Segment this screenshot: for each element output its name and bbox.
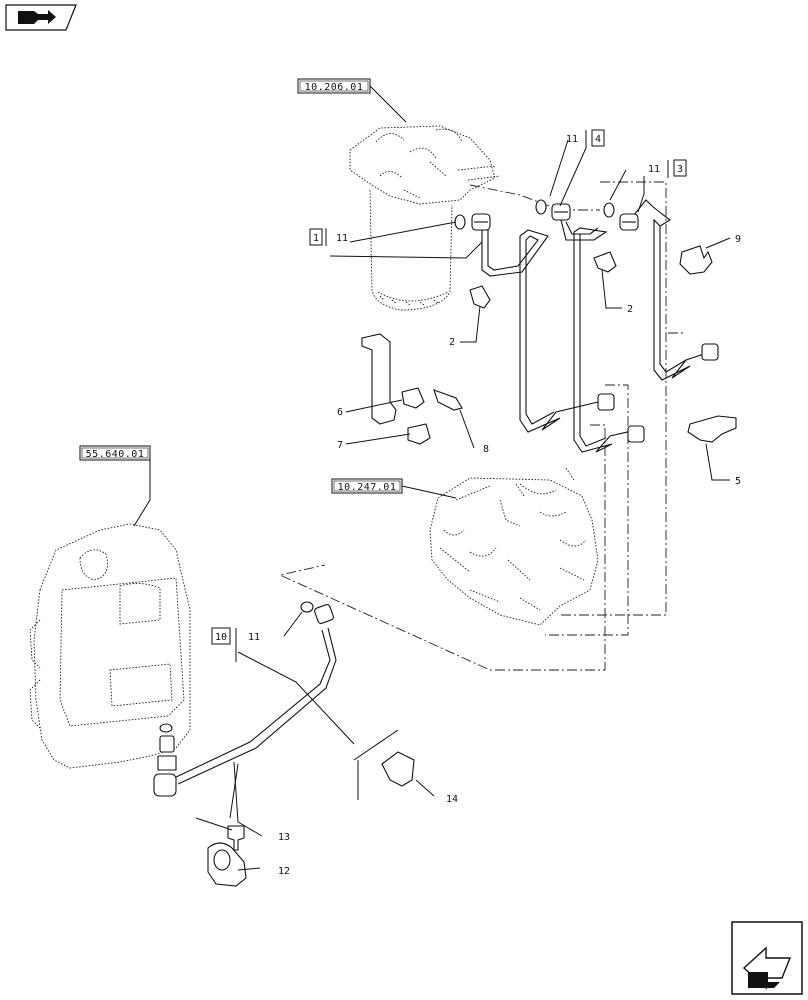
ref-box-10-247-01[interactable]: 10.247.01 bbox=[331, 478, 403, 494]
book-arrow-icon[interactable] bbox=[5, 4, 77, 31]
banjo-fitting-1 bbox=[471, 213, 491, 231]
callout-1: 1 11 bbox=[309, 228, 348, 246]
callout-2b: 2 bbox=[627, 304, 633, 315]
svg-text:3: 3 bbox=[677, 164, 683, 175]
svg-text:12: 12 bbox=[278, 866, 290, 877]
ecu-module bbox=[29, 523, 191, 769]
next-page-arrow-icon[interactable] bbox=[731, 921, 803, 995]
clip-6 bbox=[401, 387, 425, 409]
fuel-pump bbox=[429, 467, 599, 626]
ref-box-55-640-01[interactable]: 55.640.01 bbox=[79, 445, 151, 461]
callout-7: 7 bbox=[337, 440, 343, 451]
banjo-fitting-3 bbox=[619, 213, 639, 231]
svg-text:7: 7 bbox=[337, 440, 343, 451]
clip-2a bbox=[469, 285, 491, 309]
svg-text:11: 11 bbox=[648, 164, 660, 175]
svg-text:4: 4 bbox=[595, 134, 601, 145]
assembly-lines bbox=[278, 181, 686, 671]
svg-text:5: 5 bbox=[735, 476, 741, 487]
nut-fitting-2 bbox=[627, 425, 645, 443]
svg-text:1: 1 bbox=[313, 233, 319, 244]
washer-4 bbox=[300, 601, 314, 613]
ref-box-10-206-01[interactable]: 10.206.01 bbox=[297, 78, 371, 94]
clip-5 bbox=[687, 415, 737, 443]
callout-9: 9 bbox=[735, 234, 741, 245]
nut-fitting-3 bbox=[701, 343, 719, 361]
svg-text:2: 2 bbox=[449, 337, 455, 348]
svg-text:10: 10 bbox=[215, 632, 227, 643]
callout-13: 13 bbox=[278, 832, 290, 843]
callout-5: 5 bbox=[735, 476, 741, 487]
svg-text:8: 8 bbox=[483, 444, 489, 455]
fuel-pipes bbox=[173, 199, 711, 785]
callout-6: 6 bbox=[337, 407, 343, 418]
svg-text:14: 14 bbox=[446, 794, 458, 805]
svg-text:9: 9 bbox=[735, 234, 741, 245]
clips bbox=[207, 245, 737, 887]
clip-7 bbox=[407, 423, 431, 445]
washer-2 bbox=[535, 199, 547, 215]
callout-2a: 2 bbox=[449, 337, 455, 348]
bolt-8 bbox=[433, 389, 463, 411]
callout-3: 3 11 bbox=[648, 159, 687, 178]
washer-5 bbox=[159, 723, 173, 733]
washer-3 bbox=[603, 202, 615, 218]
clip-9 bbox=[679, 245, 713, 275]
svg-text:6: 6 bbox=[337, 407, 343, 418]
callout-14: 14 bbox=[446, 794, 458, 805]
svg-text:13: 13 bbox=[278, 832, 290, 843]
callout-10: 10 11 bbox=[211, 627, 260, 662]
nut-fitting-1 bbox=[597, 393, 615, 411]
leader-lines bbox=[133, 85, 731, 871]
bracket-6 bbox=[361, 333, 397, 425]
callout-8: 8 bbox=[483, 444, 489, 455]
banjo-fitting-2 bbox=[551, 203, 571, 221]
svg-text:2: 2 bbox=[627, 304, 633, 315]
ecu-pipe-nut bbox=[314, 604, 334, 624]
washer-1 bbox=[454, 214, 466, 230]
svg-text:11: 11 bbox=[566, 134, 578, 145]
fittings bbox=[153, 199, 719, 797]
svg-text:11: 11 bbox=[248, 632, 260, 643]
fuel-filter bbox=[349, 125, 501, 311]
ecu-connector bbox=[153, 735, 177, 797]
svg-text:11: 11 bbox=[336, 233, 348, 244]
bolt-13 bbox=[227, 825, 245, 851]
sensor-14 bbox=[381, 751, 415, 787]
clip-2b bbox=[593, 251, 617, 273]
svg-text:10.206.01: 10.206.01 bbox=[305, 82, 364, 93]
svg-text:10.247.01: 10.247.01 bbox=[338, 482, 397, 493]
callout-12: 12 bbox=[278, 866, 290, 877]
svg-text:55.640.01: 55.640.01 bbox=[86, 449, 145, 460]
callout-4: 4 11 bbox=[566, 129, 605, 148]
